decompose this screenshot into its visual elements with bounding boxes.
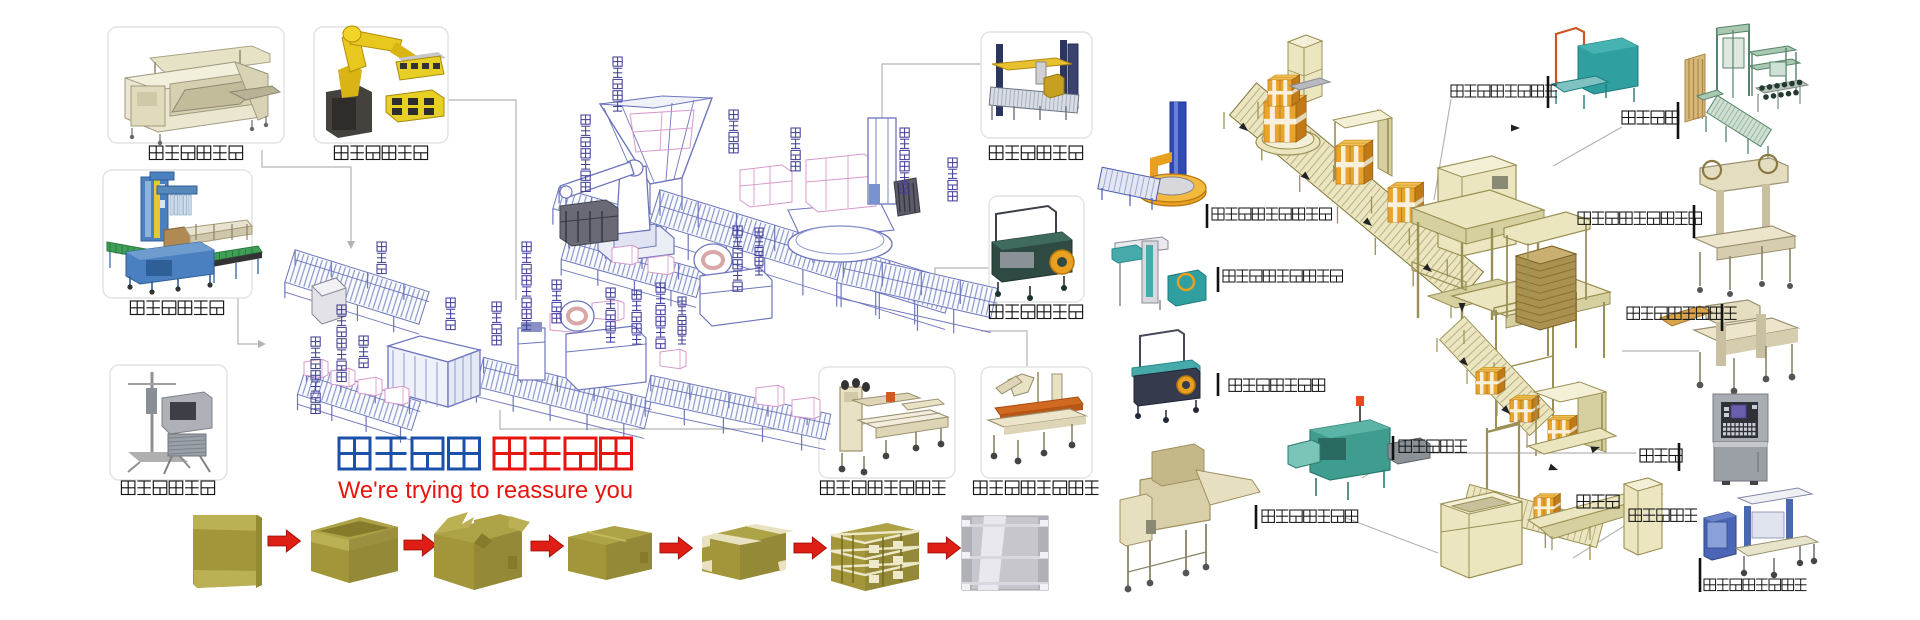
svg-text:We're trying to reassure you: We're trying to reassure you <box>338 477 633 504</box>
